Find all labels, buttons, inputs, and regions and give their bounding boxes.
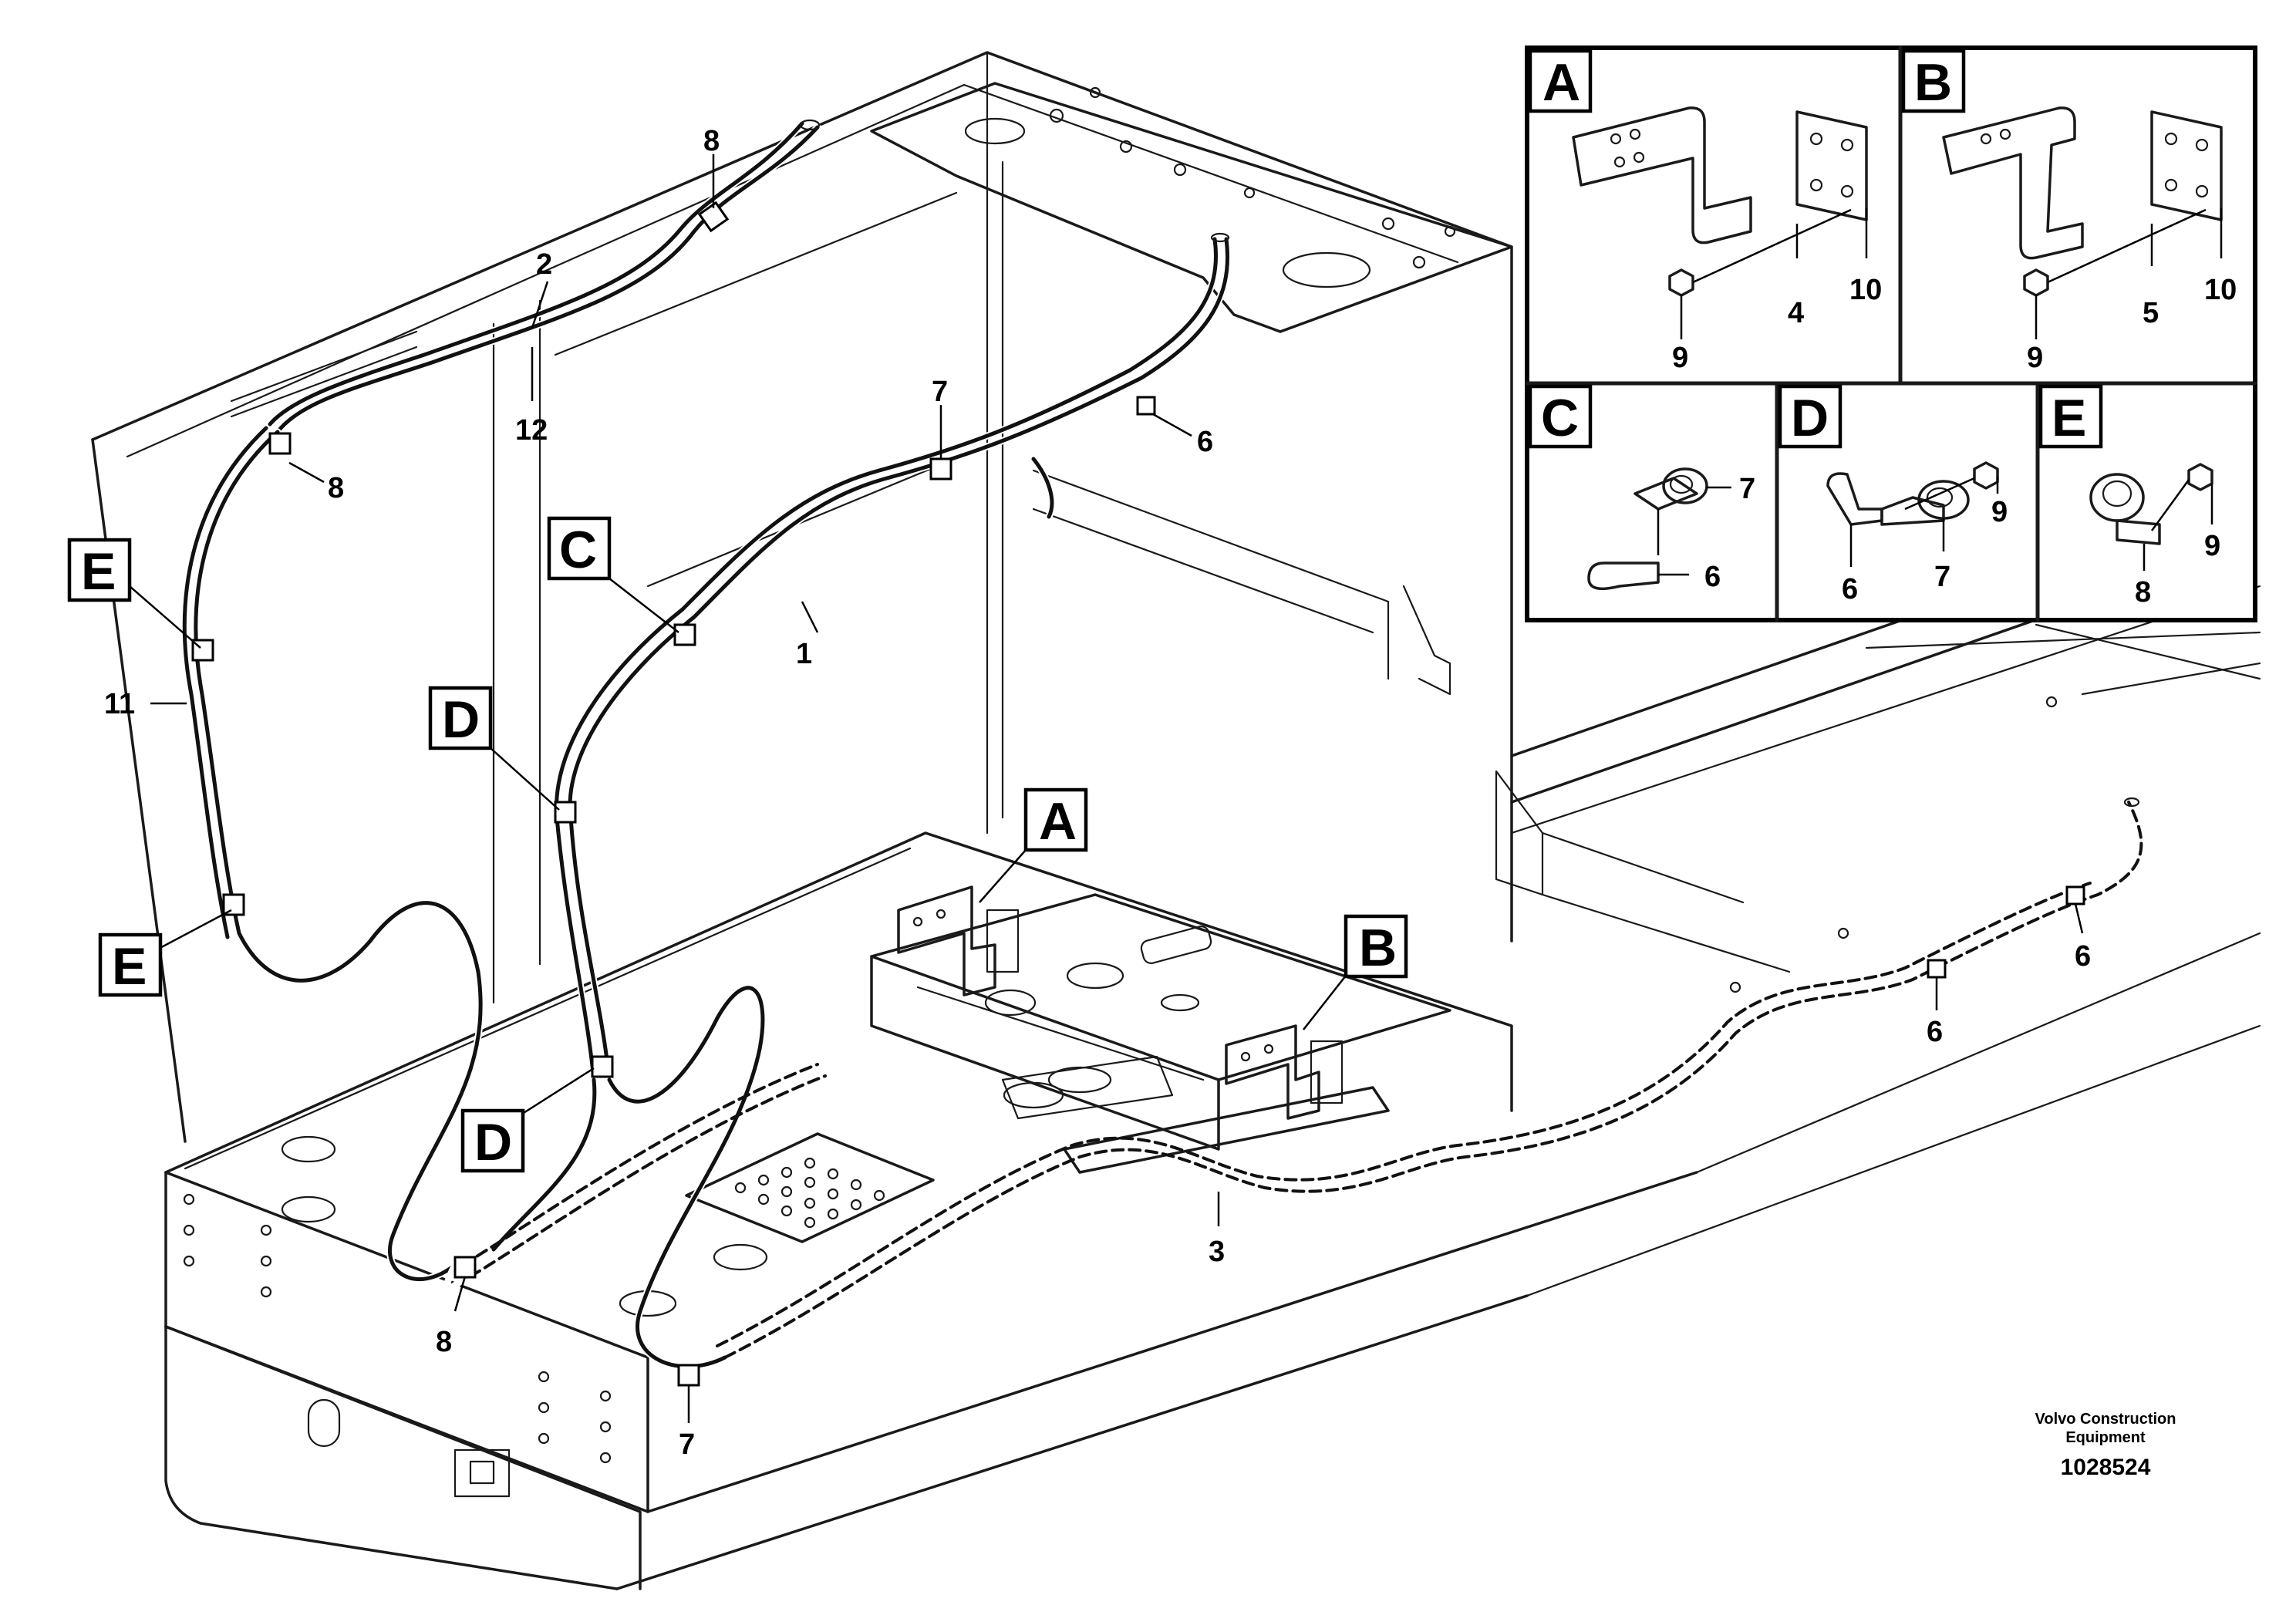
part-label-7-top: 7 — [932, 376, 948, 408]
svg-text:A: A — [1039, 792, 1077, 851]
machine-frame — [91, 51, 2261, 1590]
clamp-6-right2 — [2065, 885, 2085, 905]
clamp-e-lower — [222, 893, 245, 916]
detail-insets: A 9 4 10 B 9 — [1525, 46, 2257, 622]
detail-panel-frame — [1525, 46, 2257, 622]
svg-text:B: B — [1359, 919, 1397, 977]
bracket-a-main — [897, 885, 1020, 996]
callout-c — [547, 516, 612, 581]
part-label-12: 12 — [515, 414, 548, 447]
part-label-3: 3 — [1209, 1236, 1225, 1268]
svg-text:9: 9 — [2204, 530, 2220, 562]
document-footer: Volvo Construction Equipment 1028524 — [2035, 1411, 2176, 1480]
credit-line-2: Equipment — [2065, 1429, 2146, 1446]
part-number-labels: 8 2 12 8 11 1 7 6 8 7 3 6 6 — [104, 125, 2091, 1461]
callout-e-lower — [98, 932, 163, 997]
document-id: 1028524 — [2061, 1455, 2151, 1480]
part-label-8-bottom: 8 — [436, 1326, 452, 1358]
svg-text:10: 10 — [1849, 274, 1882, 306]
svg-text:8: 8 — [2135, 576, 2151, 609]
part-label-6-right1: 6 — [1927, 1016, 1943, 1048]
svg-text:E: E — [81, 542, 116, 601]
clamp-6-top — [1136, 396, 1156, 416]
svg-text:D: D — [474, 1113, 512, 1172]
svg-text:E: E — [112, 937, 147, 996]
svg-text:D: D — [1791, 389, 1829, 447]
clamp-d-upper — [554, 801, 577, 824]
clamp-8-top — [697, 201, 730, 233]
letter-callouts: E E C D D A B — [67, 516, 1408, 1173]
detail-panel-d: D 9 6 7 — [1778, 384, 2008, 605]
clamp-7-bottom — [677, 1364, 700, 1387]
svg-text:10: 10 — [2204, 274, 2237, 306]
clamp-8-bottom — [453, 1256, 477, 1279]
svg-text:A: A — [1542, 53, 1580, 112]
clamp-8-left — [268, 432, 292, 455]
svg-text:7: 7 — [1934, 561, 1950, 593]
callout-d-upper — [428, 686, 493, 750]
tray-grid — [734, 1157, 885, 1229]
callout-a — [1023, 787, 1088, 852]
svg-text:B: B — [1914, 53, 1952, 112]
svg-text:E: E — [2052, 389, 2086, 447]
svg-text:9: 9 — [2027, 342, 2043, 374]
svg-text:6: 6 — [1704, 561, 1721, 593]
callout-d-lower — [460, 1108, 525, 1173]
clamp-6-right1 — [1927, 959, 1947, 979]
svg-text:5: 5 — [2143, 297, 2159, 329]
clamp-c — [673, 623, 696, 646]
svg-text:6: 6 — [1842, 573, 1858, 605]
detail-panel-e: E 9 8 — [2038, 384, 2220, 609]
part-label-1: 1 — [796, 638, 812, 670]
svg-text:C: C — [1541, 389, 1579, 447]
part-label-6-top: 6 — [1197, 426, 1213, 458]
clamp-7-top — [929, 457, 952, 481]
clamp-d-lower — [591, 1055, 614, 1078]
svg-text:4: 4 — [1788, 297, 1804, 329]
part-label-2: 2 — [536, 248, 552, 281]
svg-text:7: 7 — [1739, 473, 1755, 505]
detail-panel-a: A 9 4 10 — [1528, 49, 1882, 374]
callout-e-upper — [67, 538, 132, 602]
detail-panel-b: B 9 5 10 — [1901, 49, 2237, 374]
callout-b — [1344, 914, 1408, 979]
hose-clamps — [191, 201, 2085, 1387]
part-label-7-bottom: 7 — [679, 1428, 695, 1461]
bracket-b-main — [1225, 1024, 1344, 1120]
svg-text:C: C — [559, 521, 597, 579]
part-label-6-right2: 6 — [2075, 940, 2091, 973]
svg-text:9: 9 — [1672, 342, 1688, 374]
hose-routing — [180, 119, 2143, 1371]
part-label-8-left: 8 — [328, 472, 344, 504]
svg-text:9: 9 — [1991, 496, 2008, 528]
part-label-8-top: 8 — [703, 125, 720, 157]
credit-line-1: Volvo Construction — [2035, 1411, 2176, 1428]
svg-text:D: D — [442, 690, 480, 749]
part-label-11: 11 — [104, 688, 135, 720]
detail-panel-c: C 7 6 — [1528, 384, 1755, 593]
